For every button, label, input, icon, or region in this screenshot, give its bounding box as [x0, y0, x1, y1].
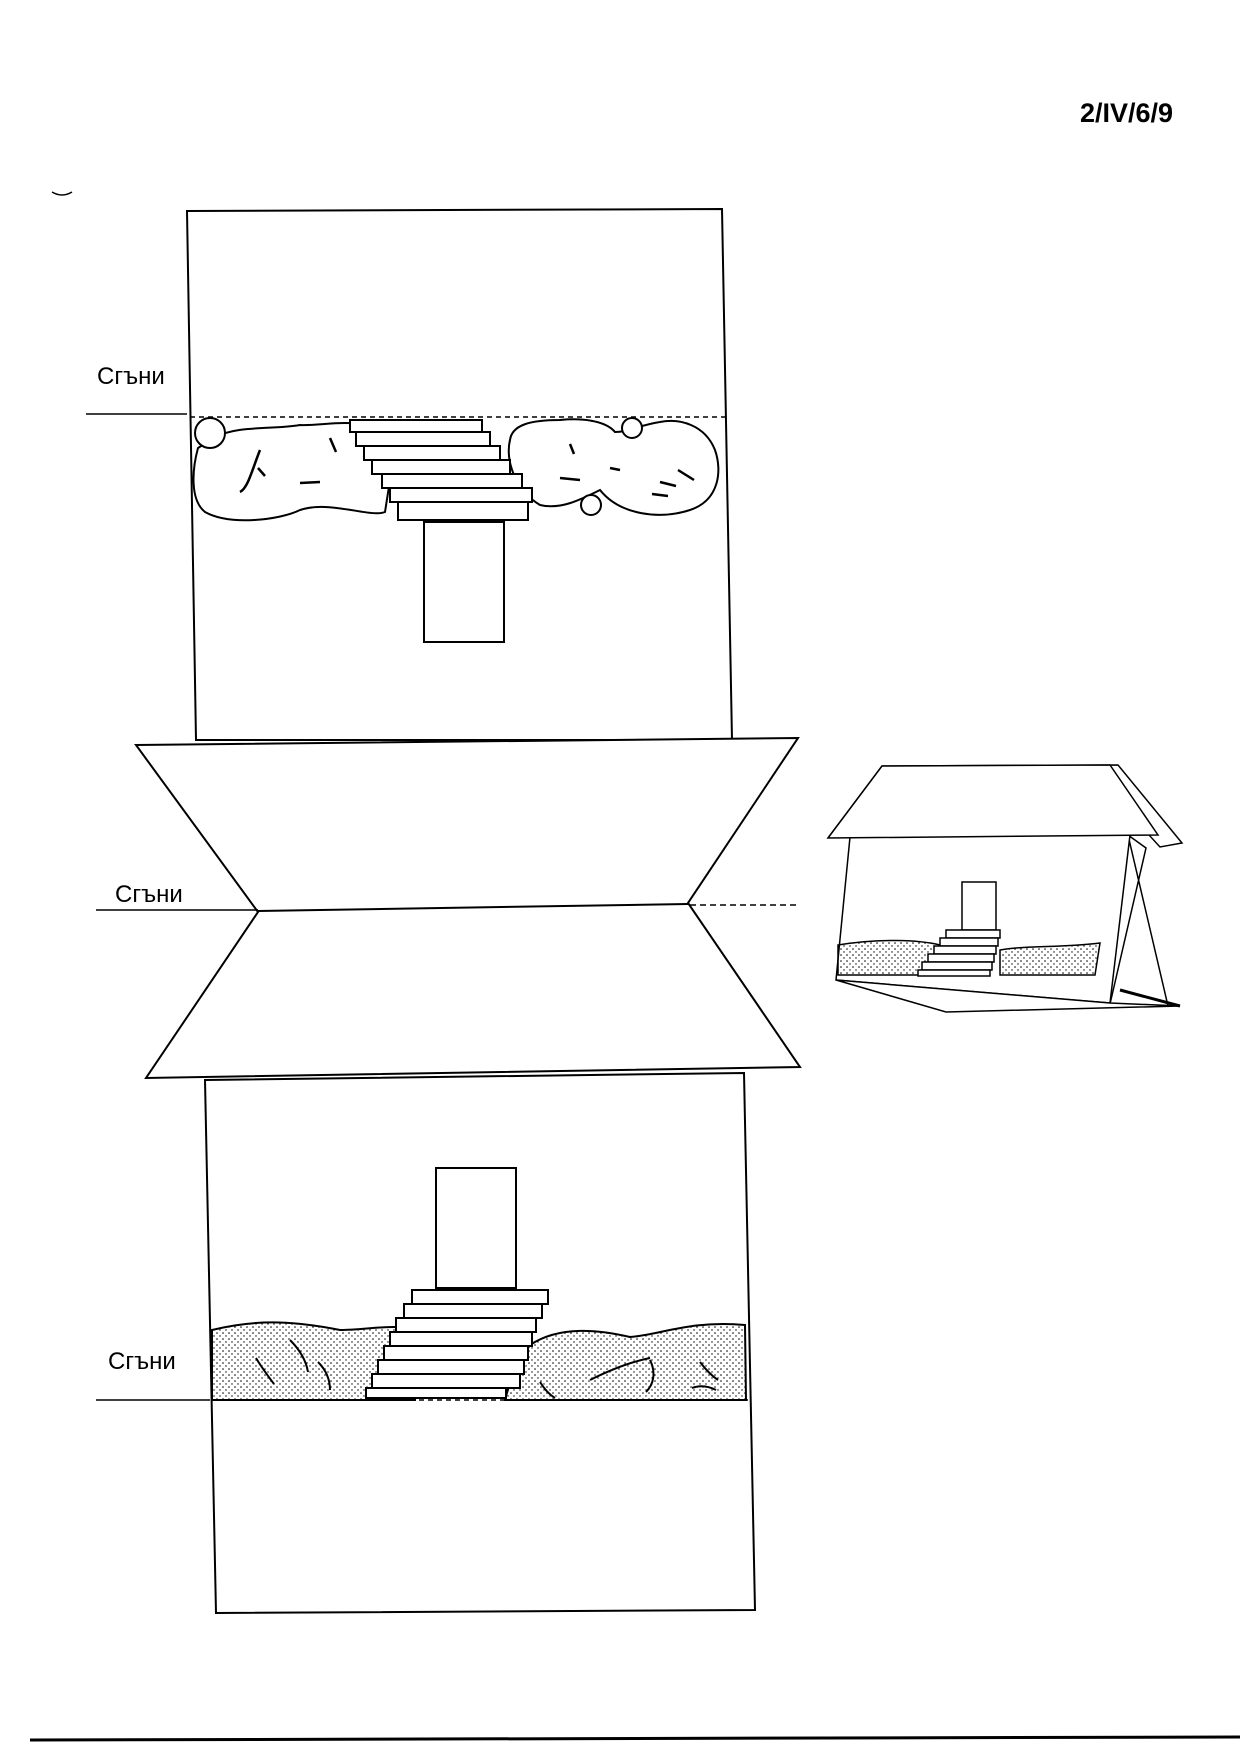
- page-code: 2/IV/6/9: [1080, 98, 1174, 128]
- rocks-right: [507, 418, 720, 516]
- stairs-bottom: [365, 1289, 549, 1399]
- model-door: [961, 881, 997, 931]
- stray-mark: [51, 191, 73, 196]
- model-roof: [826, 764, 1160, 839]
- rocks-left: [192, 422, 392, 522]
- door-bottom: [435, 1167, 517, 1289]
- assembled-model-preview: [826, 764, 1184, 1013]
- roof-ridge: [257, 903, 689, 912]
- fold-label-top: Сгъни: [97, 363, 165, 390]
- pebble: [621, 417, 643, 439]
- pebble: [580, 494, 602, 516]
- stairs-top: [349, 419, 533, 521]
- pebble: [194, 417, 226, 449]
- scan-edge-line: [29, 1735, 1240, 1742]
- fold-label-middle: Сгъни: [115, 881, 183, 908]
- fold-label-bottom: Сгъни: [108, 1348, 176, 1375]
- door-top: [423, 521, 505, 643]
